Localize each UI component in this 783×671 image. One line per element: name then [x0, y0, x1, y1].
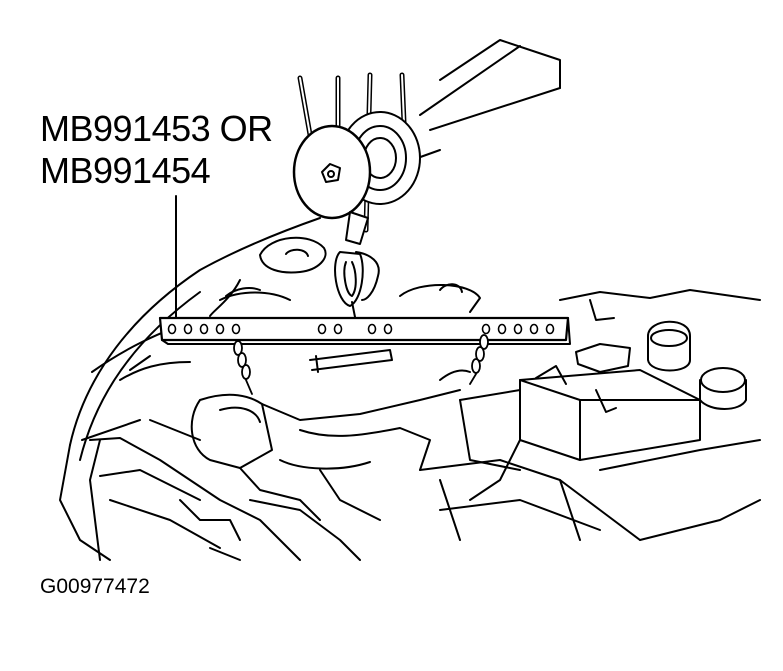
left-strut-tower: [210, 238, 326, 316]
right-components: [460, 290, 760, 500]
front-panel: [90, 438, 760, 560]
hook-shackle: [335, 212, 379, 332]
lifting-bar: [160, 318, 570, 344]
part-number-label-alt: MB991454: [40, 150, 211, 191]
engine: [120, 284, 480, 520]
hood: [412, 40, 560, 160]
pulley-block: [294, 112, 420, 218]
bar-holes: [169, 325, 554, 334]
chains: [234, 335, 488, 394]
figure-id: G00977472: [40, 575, 150, 598]
part-number-label: MB991453 OR: [40, 108, 273, 149]
